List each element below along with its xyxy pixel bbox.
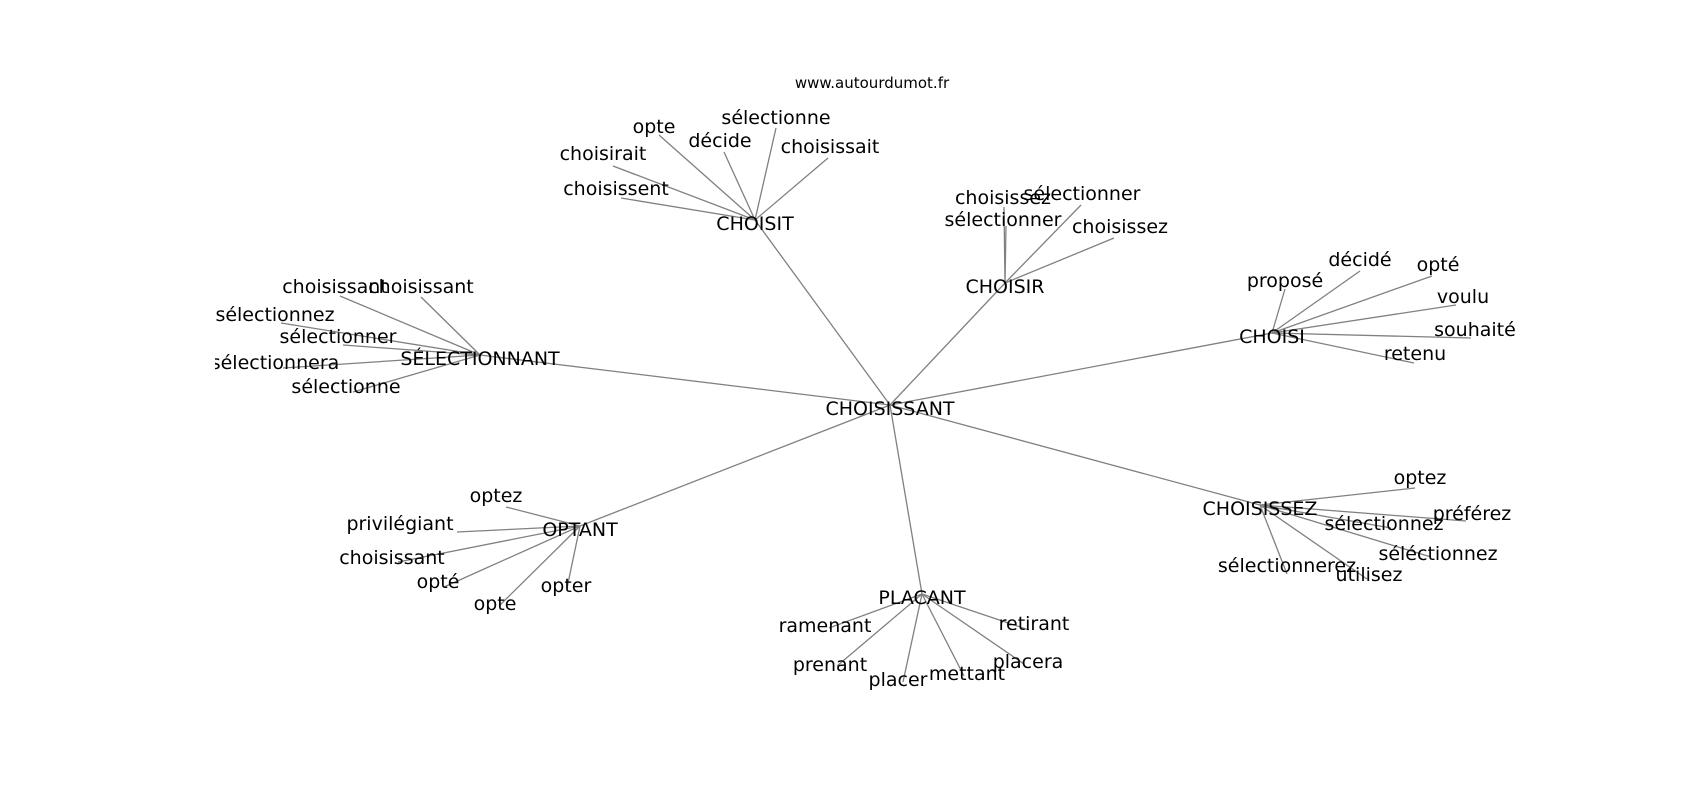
leaf-node-label: choisissez bbox=[1072, 216, 1168, 238]
edge-0-4 bbox=[754, 157, 829, 221]
leaf-node-label: sélectionner bbox=[945, 209, 1062, 231]
leaf-node-label: sélectionne bbox=[291, 376, 400, 398]
edge-6-0 bbox=[1259, 487, 1416, 506]
edge-2-0 bbox=[1271, 288, 1286, 334]
hub-node-label: CHOISIT bbox=[716, 213, 794, 235]
edge-1-1 bbox=[1004, 204, 1082, 284]
edge-4-0 bbox=[505, 506, 581, 527]
edge-1-2 bbox=[1004, 225, 1007, 284]
edge-center-4 bbox=[579, 404, 891, 527]
edge-4-2 bbox=[397, 525, 581, 563]
leaf-node-label: préférez bbox=[1433, 503, 1512, 525]
leaf-node-label: utilisez bbox=[1336, 564, 1403, 586]
edge-1-3 bbox=[1004, 237, 1115, 284]
edge-2-3 bbox=[1271, 304, 1457, 334]
edge-6-2 bbox=[1259, 504, 1392, 529]
leaf-node-label: privilégiant bbox=[346, 513, 453, 535]
hub-node-label: PLACANT bbox=[878, 587, 966, 609]
hub-node-label: OPTANT bbox=[542, 519, 618, 541]
edge-layer bbox=[280, 127, 1472, 683]
edge-3-4 bbox=[282, 354, 481, 369]
leaf-node-label: sélectionnerez bbox=[1218, 555, 1356, 577]
leaf-node-label: séléctionnez bbox=[1378, 543, 1497, 565]
leaf-node-label: opte bbox=[633, 116, 676, 138]
leaf-node-label: décide bbox=[688, 130, 751, 152]
edge-5-0 bbox=[828, 593, 923, 629]
edge-5-4 bbox=[902, 593, 923, 683]
edge-0-3 bbox=[612, 165, 756, 221]
leaf-node-label: choisissez bbox=[955, 187, 1051, 209]
leaf-node-label: optez bbox=[1394, 467, 1447, 489]
center-node-label: CHOISISSANT bbox=[825, 398, 954, 420]
leaf-node-label: placera bbox=[993, 651, 1064, 673]
edge-2-4 bbox=[1271, 332, 1472, 339]
leaf-node-label: sélectionnez bbox=[215, 304, 334, 326]
leaf-node-label: retenu bbox=[1384, 343, 1446, 365]
edge-3-1 bbox=[420, 296, 481, 356]
leaf-node-label: décidé bbox=[1328, 249, 1391, 271]
hub-node-label: CHOISISSEZ bbox=[1203, 498, 1318, 520]
hub-node-label: CHOISI bbox=[1239, 326, 1305, 348]
source-label: www.autourdumot.fr bbox=[795, 74, 950, 92]
leaf-node-label: sélectionnera bbox=[211, 352, 340, 374]
leaf-node-label: choisirait bbox=[560, 143, 647, 165]
leaf-node-label: souhaité bbox=[1434, 319, 1516, 341]
edge-2-5 bbox=[1271, 332, 1415, 364]
leaf-node-label: choisissant bbox=[282, 276, 388, 298]
leaf-node-label: sélectionner bbox=[280, 326, 397, 348]
leaf-node-label: opté bbox=[1417, 254, 1460, 276]
edge-6-3 bbox=[1259, 504, 1432, 558]
leaf-node-label: sélectionne bbox=[721, 107, 830, 129]
edge-0-2 bbox=[723, 151, 756, 221]
edge-3-5 bbox=[352, 354, 481, 393]
leaf-node-label: prenant bbox=[793, 654, 867, 676]
edge-4-4 bbox=[498, 525, 581, 607]
edge-0-0 bbox=[658, 134, 756, 221]
edge-5-1 bbox=[921, 593, 1030, 631]
leaf-node-label: opte bbox=[474, 593, 517, 615]
edge-6-5 bbox=[1259, 504, 1368, 580]
hub-node-label: SÉLECTIONNANT bbox=[400, 347, 560, 370]
leaf-node-label: choisissait bbox=[781, 136, 880, 158]
edge-6-1 bbox=[1259, 504, 1467, 522]
leaf-node-label: ramenant bbox=[779, 615, 872, 637]
edge-2-2 bbox=[1271, 275, 1433, 334]
leaf-node-label: sélectionner bbox=[1024, 183, 1141, 205]
edge-4-5 bbox=[566, 525, 581, 589]
edge-center-0 bbox=[754, 219, 891, 406]
edge-6-4 bbox=[1259, 504, 1288, 575]
leaf-node-label: choisissant bbox=[368, 276, 474, 298]
edge-center-6 bbox=[889, 404, 1261, 506]
leaf-node-label: placer bbox=[869, 669, 928, 691]
edge-center-1 bbox=[889, 282, 1006, 406]
leaf-node-label: retirant bbox=[999, 613, 1070, 635]
edge-4-1 bbox=[456, 525, 581, 533]
edge-3-3 bbox=[342, 344, 481, 356]
leaf-node-label: mettant bbox=[929, 663, 1005, 685]
leaf-node-label: optez bbox=[470, 485, 523, 507]
edge-0-5 bbox=[620, 197, 756, 221]
edge-5-3 bbox=[921, 593, 1025, 665]
leaf-node-label: sélectionnez bbox=[1324, 513, 1443, 535]
edge-center-2 bbox=[889, 332, 1273, 406]
edge-0-1 bbox=[754, 127, 777, 221]
leaf-node-label: opter bbox=[541, 575, 592, 597]
leaf-node-label: opté bbox=[417, 571, 460, 593]
leaf-node-label: choisissant bbox=[339, 547, 445, 569]
edge-center-3 bbox=[479, 354, 891, 406]
edge-4-3 bbox=[443, 525, 581, 588]
leaf-node-label: choisissent bbox=[563, 178, 669, 200]
edge-3-0 bbox=[339, 295, 481, 356]
hub-node-label: CHOISIR bbox=[966, 276, 1045, 298]
edge-2-1 bbox=[1271, 270, 1361, 334]
edge-5-2 bbox=[836, 593, 923, 667]
edge-5-5 bbox=[921, 593, 965, 677]
leaf-node-label: voulu bbox=[1437, 286, 1489, 308]
edge-3-2 bbox=[280, 322, 481, 356]
leaf-node-label: proposé bbox=[1247, 270, 1323, 292]
edge-center-5 bbox=[889, 404, 923, 595]
